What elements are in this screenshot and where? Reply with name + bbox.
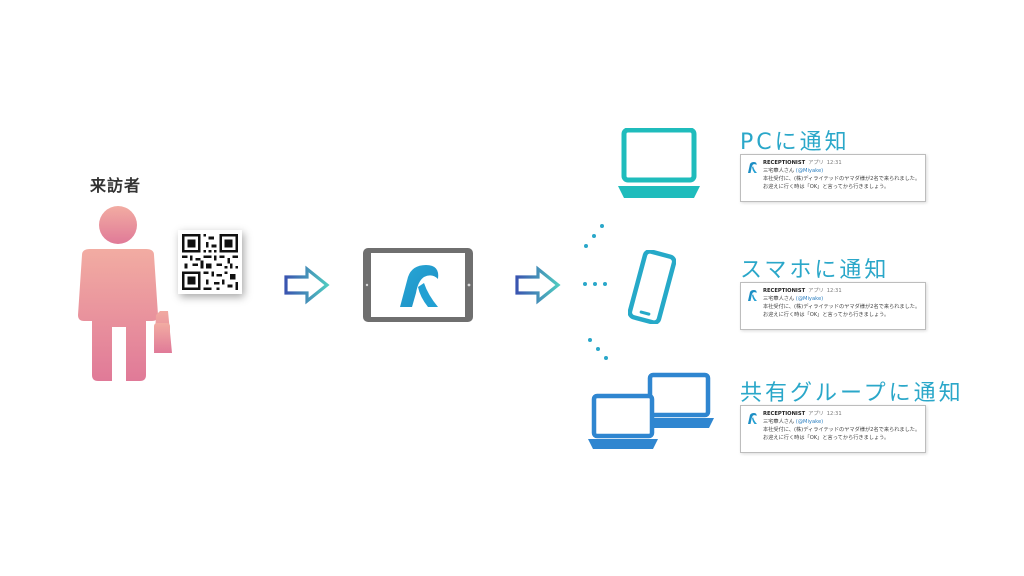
- heading-pc: PCに通知: [740, 130, 850, 155]
- flow-arrow-icon: [284, 265, 330, 305]
- receptionist-logo-icon: [748, 413, 757, 424]
- notification-body-2: お迎えに行く時は「OK」と言ってから行きましょう。: [763, 435, 890, 441]
- sender-name: RECEPTIONIST: [763, 160, 806, 166]
- notification-body-1: 本社受付に、(株)ディライテッドのヤマダ様が2名で来られました。: [763, 427, 921, 433]
- connector-dots-middle: [583, 282, 607, 286]
- shared-group-laptops-icon: [588, 372, 714, 449]
- recipient-mention: (@Miyake): [795, 296, 824, 302]
- flow-arrow-icon: [515, 265, 561, 305]
- notification-body-1: 本社受付に、(株)ディライテッドのヤマダ様が2名で来られました。: [763, 304, 921, 310]
- notification-recipient: 三宅華人さん (@Miyake): [763, 418, 919, 426]
- connector-dots-bottom: [588, 338, 608, 360]
- qr-code: [178, 230, 242, 294]
- notification-recipient: 三宅華人さん (@Miyake): [763, 295, 919, 303]
- sender-tag: アプリ: [808, 160, 824, 166]
- recipient-mention: (@Miyake): [795, 168, 824, 174]
- recipient-name: 三宅華人さん: [763, 419, 795, 425]
- recipient-mention: (@Miyake): [795, 419, 824, 425]
- visitor-person-icon: [78, 206, 172, 381]
- reception-tablet-icon: [363, 248, 473, 322]
- sender-name: RECEPTIONIST: [763, 411, 806, 417]
- timestamp: 12:31: [826, 288, 842, 294]
- notification-body-1: 本社受付に、(株)ディライテッドのヤマダ様が2名で来られました。: [763, 176, 921, 182]
- laptop-icon: [618, 128, 700, 198]
- sender-tag: アプリ: [808, 288, 824, 294]
- notification-recipient: 三宅華人さん (@Miyake): [763, 167, 919, 175]
- notification-body-2: お迎えに行く時は「OK」と言ってから行きましょう。: [763, 184, 890, 190]
- sender-tag: アプリ: [808, 411, 824, 417]
- notification-body-2: お迎えに行く時は「OK」と言ってから行きましょう。: [763, 312, 890, 318]
- timestamp: 12:31: [826, 411, 842, 417]
- timestamp: 12:31: [826, 160, 842, 166]
- qr-code-icon: [182, 234, 238, 290]
- sender-name: RECEPTIONIST: [763, 288, 806, 294]
- heading-smartphone: スマホに通知: [740, 258, 890, 283]
- recipient-name: 三宅華人さん: [763, 168, 795, 174]
- heading-shared-group: 共有グループに通知: [740, 381, 964, 406]
- connector-dots-top: [584, 224, 604, 248]
- visitor-label: 来訪者: [90, 176, 142, 195]
- smartphone-icon: [628, 250, 676, 324]
- recipient-name: 三宅華人さん: [763, 296, 795, 302]
- receptionist-logo-icon: [748, 290, 757, 301]
- receptionist-logo-icon: [748, 162, 757, 173]
